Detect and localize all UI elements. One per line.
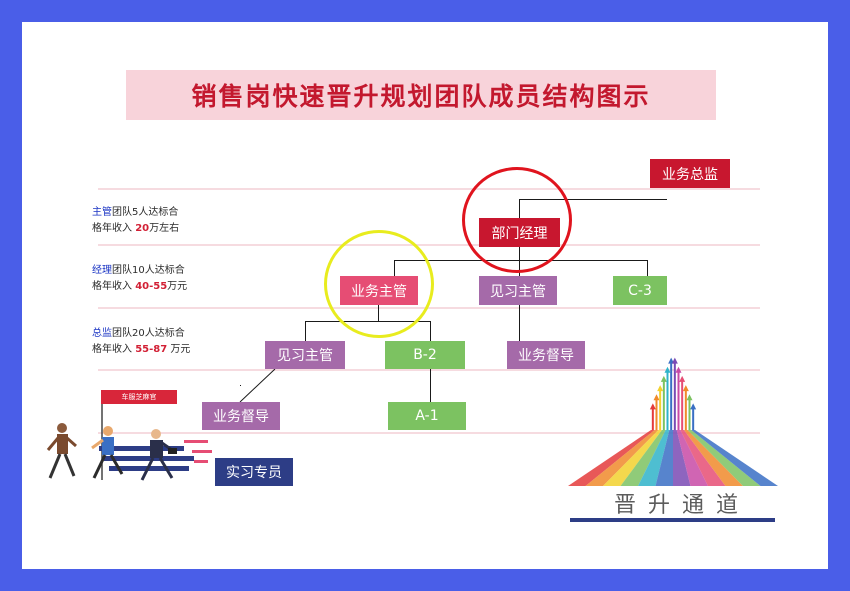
level-label-director: 总监团队20人达标合 格年收入 55-87 万元: [92, 328, 191, 355]
footer-bar: [570, 518, 775, 522]
level-label-manager: 经理团队10人达标合 格年收入 40-55万元: [92, 265, 188, 292]
rainbow-ray: [676, 430, 708, 486]
guide-line: [98, 244, 760, 246]
rainbow-arrow-head: [657, 385, 664, 392]
rainbow-ray: [691, 430, 778, 486]
title-banner: 销售岗快速晋升规划团队成员结构图示: [126, 70, 716, 120]
rainbow-arrow-head: [690, 403, 697, 410]
node-trainee-supervisor-top: 见习主管: [479, 276, 557, 305]
rainbow-ray: [687, 430, 761, 486]
node-b2: B-2: [385, 341, 465, 369]
node-c3: C-3: [613, 276, 667, 305]
banner-flag: 车服芝麻官: [101, 390, 177, 404]
rainbow-ray: [673, 430, 691, 486]
highlight-ring-yellow: [324, 230, 434, 338]
node-intern: 实习专员: [215, 458, 293, 486]
guide-line: [98, 369, 760, 371]
running-people-illustration: [46, 392, 212, 481]
node-business-director: 业务总监: [650, 159, 730, 188]
rainbow-arrow-head: [682, 385, 689, 392]
connector: [519, 199, 667, 200]
node-business-coach-low: 业务督导: [202, 402, 280, 430]
rainbow-ray: [680, 430, 726, 486]
promotion-channel-text: 晋升通道: [613, 493, 750, 518]
highlight-ring-red: [462, 167, 572, 273]
rainbow-ray: [638, 430, 670, 486]
node-trainee-supervisor-mid: 见习主管: [265, 341, 345, 369]
connector: [519, 305, 520, 341]
connector: [647, 260, 648, 276]
page-title: 销售岗快速晋升规划团队成员结构图示: [191, 82, 651, 111]
rainbow-arrow-head: [679, 375, 686, 382]
level-label-supervisor: 主管团队5人达标合 格年收入 20万左右: [92, 207, 180, 234]
connector: [430, 369, 431, 402]
rainbow-arrow-head: [653, 394, 660, 401]
node-business-coach-mid: 业务督导: [507, 341, 585, 369]
rainbow-arrow-head: [664, 366, 671, 373]
rainbow-arrows-illustration: [568, 357, 778, 486]
guide-line: [98, 432, 760, 434]
rainbow-arrow-head: [675, 366, 682, 373]
connector: [430, 321, 431, 341]
rainbow-ray: [568, 430, 655, 486]
rainbow-arrow-head: [660, 375, 667, 382]
rainbow-ray: [585, 430, 659, 486]
connector: [240, 385, 241, 386]
rainbow-arrow-head: [671, 357, 678, 364]
rainbow-arrow-head: [686, 394, 693, 401]
connector: [305, 321, 306, 341]
rainbow-ray: [684, 430, 743, 486]
rainbow-ray: [603, 430, 662, 486]
guide-line: [98, 188, 760, 190]
rainbow-ray: [620, 430, 666, 486]
node-a1: A-1: [388, 402, 466, 430]
rainbow-arrow-head: [649, 403, 656, 410]
rainbow-ray: [655, 430, 673, 486]
guide-line: [98, 307, 760, 309]
